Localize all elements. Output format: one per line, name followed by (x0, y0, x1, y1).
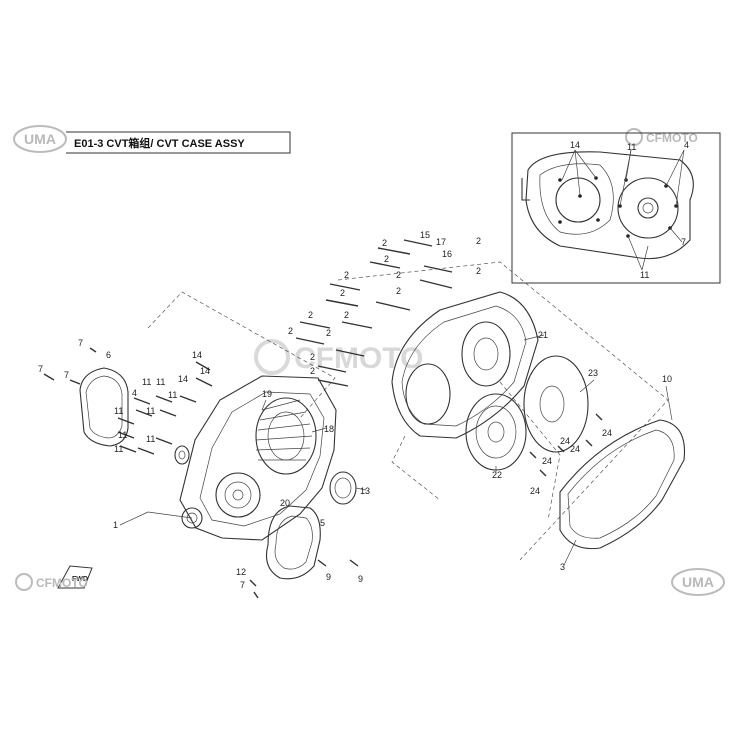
fwd-label: FWD (72, 576, 88, 583)
callout-11-h: 11 (114, 444, 123, 454)
callout-22: 22 (492, 470, 502, 480)
uma-logo-top-left: UMA (13, 125, 67, 153)
callout-7-c: 7 (64, 370, 69, 380)
callout-11-g: 11 (146, 434, 155, 444)
uma-logo-bottom-right: UMA (671, 568, 725, 596)
cfmoto-watermark-center: CFMOTO (254, 339, 423, 375)
callout-2-k: 2 (288, 326, 293, 336)
callout-15: 15 (420, 230, 430, 240)
callout-14-a: 14 (192, 350, 202, 360)
callout-10: 10 (662, 374, 672, 384)
callout-3: 3 (560, 562, 565, 572)
callout-1: 1 (113, 520, 118, 530)
uma-logo-text: UMA (24, 131, 56, 147)
callout-23: 23 (588, 368, 598, 378)
part-seal-5 (174, 445, 190, 465)
bolts-left-cluster (43, 347, 259, 599)
callout-5: 5 (320, 518, 325, 528)
callout-11-inset-bottom: 11 (640, 270, 649, 280)
callout-7-b: 7 (38, 364, 43, 374)
callout-2-i: 2 (308, 310, 313, 320)
part-22-bearing-plate (465, 393, 527, 471)
callout-2-d: 2 (476, 266, 481, 276)
callout-11-d: 11 (114, 406, 123, 416)
callout-11-b: 11 (156, 377, 165, 387)
callout-9-b: 9 (358, 574, 363, 584)
callout-2-e: 2 (344, 270, 349, 280)
header: UMA E01-3 CVT箱组/ CVT CASE ASSY (13, 125, 291, 154)
part-6-gasket (79, 367, 129, 447)
callout-19: 19 (262, 389, 272, 399)
callout-14-inset: 14 (570, 140, 580, 150)
screws-24 (529, 413, 603, 477)
callout-24-d: 24 (542, 456, 552, 466)
callout-24-a: 24 (602, 428, 612, 438)
svg-text:UMA: UMA (682, 574, 714, 590)
part-13-small-cover (329, 471, 357, 505)
svg-text:CFMOTO: CFMOTO (294, 342, 423, 375)
svg-text:CFMOTO: CFMOTO (646, 131, 698, 145)
callout-2-c: 2 (384, 254, 389, 264)
callout-2-g: 2 (396, 286, 401, 296)
callout-6: 6 (106, 350, 111, 360)
part-3-outer-gasket (559, 419, 686, 550)
callout-11-e: 11 (146, 406, 155, 416)
part-21-outer-cvt-cover (391, 291, 539, 439)
callout-20: 20 (280, 498, 290, 508)
callout-24-b: 24 (560, 436, 570, 446)
callout-11-f: 11 (118, 430, 127, 440)
callout-7-inset: 7 (681, 237, 686, 247)
callout-12: 12 (236, 567, 246, 577)
part-20-lower-gasket (265, 505, 321, 580)
callout-24-e: 24 (530, 486, 540, 496)
leader-lines (119, 334, 673, 566)
callout-9-a: 9 (326, 572, 331, 582)
callout-2-f: 2 (396, 270, 401, 280)
callout-13: 13 (360, 486, 370, 496)
callout-14-b: 14 (200, 366, 210, 376)
assembly-envelope-right (337, 261, 669, 561)
callout-4: 4 (132, 388, 137, 398)
callout-11-c: 11 (168, 390, 177, 400)
callout-11-a: 11 (142, 377, 151, 387)
cfmoto-watermark-top-right: CFMOTO (625, 128, 698, 146)
callout-2-l: 2 (326, 328, 331, 338)
callout-16: 16 (442, 249, 452, 259)
page-title: E01-3 CVT箱组/ CVT CASE ASSY (74, 136, 245, 150)
callout-11-inset-top: 11 (627, 142, 636, 152)
callout-2-h: 2 (340, 288, 345, 298)
part-23-cover-plate (523, 355, 589, 453)
part-18-fan-duct (255, 397, 317, 475)
callout-2-m: 2 (310, 352, 315, 362)
callouts-left: 7 6 7 7 14 14 14 11 11 11 4 11 11 11 11 … (38, 338, 370, 590)
callout-2-a: 2 (382, 238, 387, 248)
callout-4-inset: 4 (684, 140, 689, 150)
svg-text:CFMOTO: CFMOTO (36, 576, 88, 590)
callout-24-c: 24 (570, 444, 580, 454)
callout-7-a: 7 (78, 338, 83, 348)
callouts-right: 2 15 17 2 16 2 2 2 2 2 2 2 2 2 2 2 2 21 … (288, 230, 672, 572)
inset-detail-view: 14 11 4 7 11 (511, 132, 721, 284)
long-bolts-2 (295, 239, 453, 387)
callout-17: 17 (436, 237, 446, 247)
callout-14-c: 14 (178, 374, 188, 384)
callout-18: 18 (324, 424, 334, 434)
part-1-inner-cvt-case (179, 375, 337, 541)
callout-2-j: 2 (344, 310, 349, 320)
cfmoto-watermark-bottom-left: CFMOTO (15, 573, 88, 591)
callout-7-d: 7 (240, 580, 245, 590)
assembly-envelope-left (147, 291, 336, 419)
fwd-arrow-tag: FWD (57, 565, 93, 589)
screws-9 (317, 559, 359, 567)
callout-2-b: 2 (476, 236, 481, 246)
callout-2-n: 2 (310, 366, 315, 376)
